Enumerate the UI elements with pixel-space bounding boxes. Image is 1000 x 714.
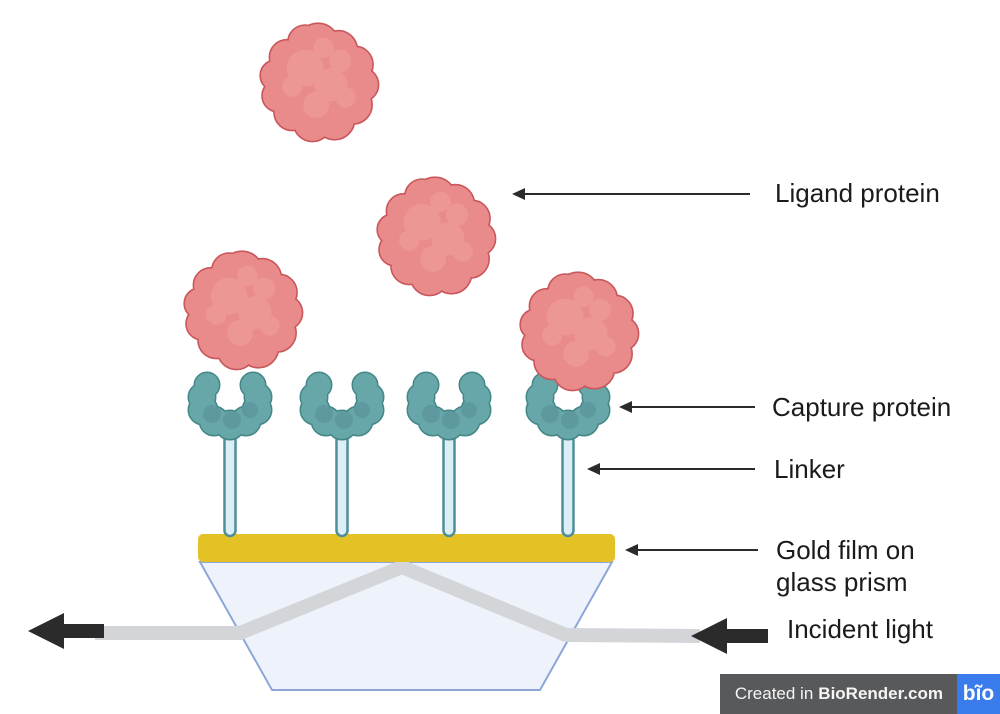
watermark-credit: Created in BioRender.com [719, 674, 957, 714]
label-gold-film-line2: glass prism [776, 567, 908, 597]
outgoing-light-arrow [28, 613, 104, 649]
label-gold-film: Gold film on glass prism [776, 534, 915, 598]
ligand-protein-bound [521, 273, 638, 390]
light-beam [95, 560, 701, 643]
gold-film-pointer-arrow [625, 544, 758, 556]
biorender-logo: bĩo [957, 674, 1000, 714]
ligand-protein [378, 178, 495, 295]
capture-protein [189, 373, 271, 439]
ligand-protein-pointer-arrow [512, 188, 750, 200]
linker-stem [561, 428, 575, 538]
watermark-brand-text: BioRender.com [818, 684, 943, 703]
label-capture-protein: Capture protein [772, 392, 952, 422]
linker-stem [335, 428, 349, 538]
label-gold-film-line1: Gold film on [776, 535, 915, 565]
ligand-protein [261, 24, 378, 141]
label-ligand-protein: Ligand protein [775, 178, 940, 208]
capture-protein [301, 373, 383, 439]
biorender-watermark: Created in BioRender.com bĩo [719, 674, 1000, 714]
label-linker: Linker [774, 454, 845, 484]
linker-pointer-arrow [587, 463, 755, 475]
capture-protein [408, 373, 490, 439]
label-incident-light: Incident light [787, 614, 933, 644]
linker-stem [223, 428, 237, 538]
incident-light-arrow [691, 618, 768, 654]
watermark-prefix-text: Created in [734, 684, 814, 703]
biorender-logo-text: bĩo [962, 682, 995, 705]
ligand-protein [185, 252, 302, 369]
linker-stem [442, 428, 456, 538]
gold-film [198, 534, 615, 562]
capture-protein-pointer-arrow [619, 401, 755, 413]
